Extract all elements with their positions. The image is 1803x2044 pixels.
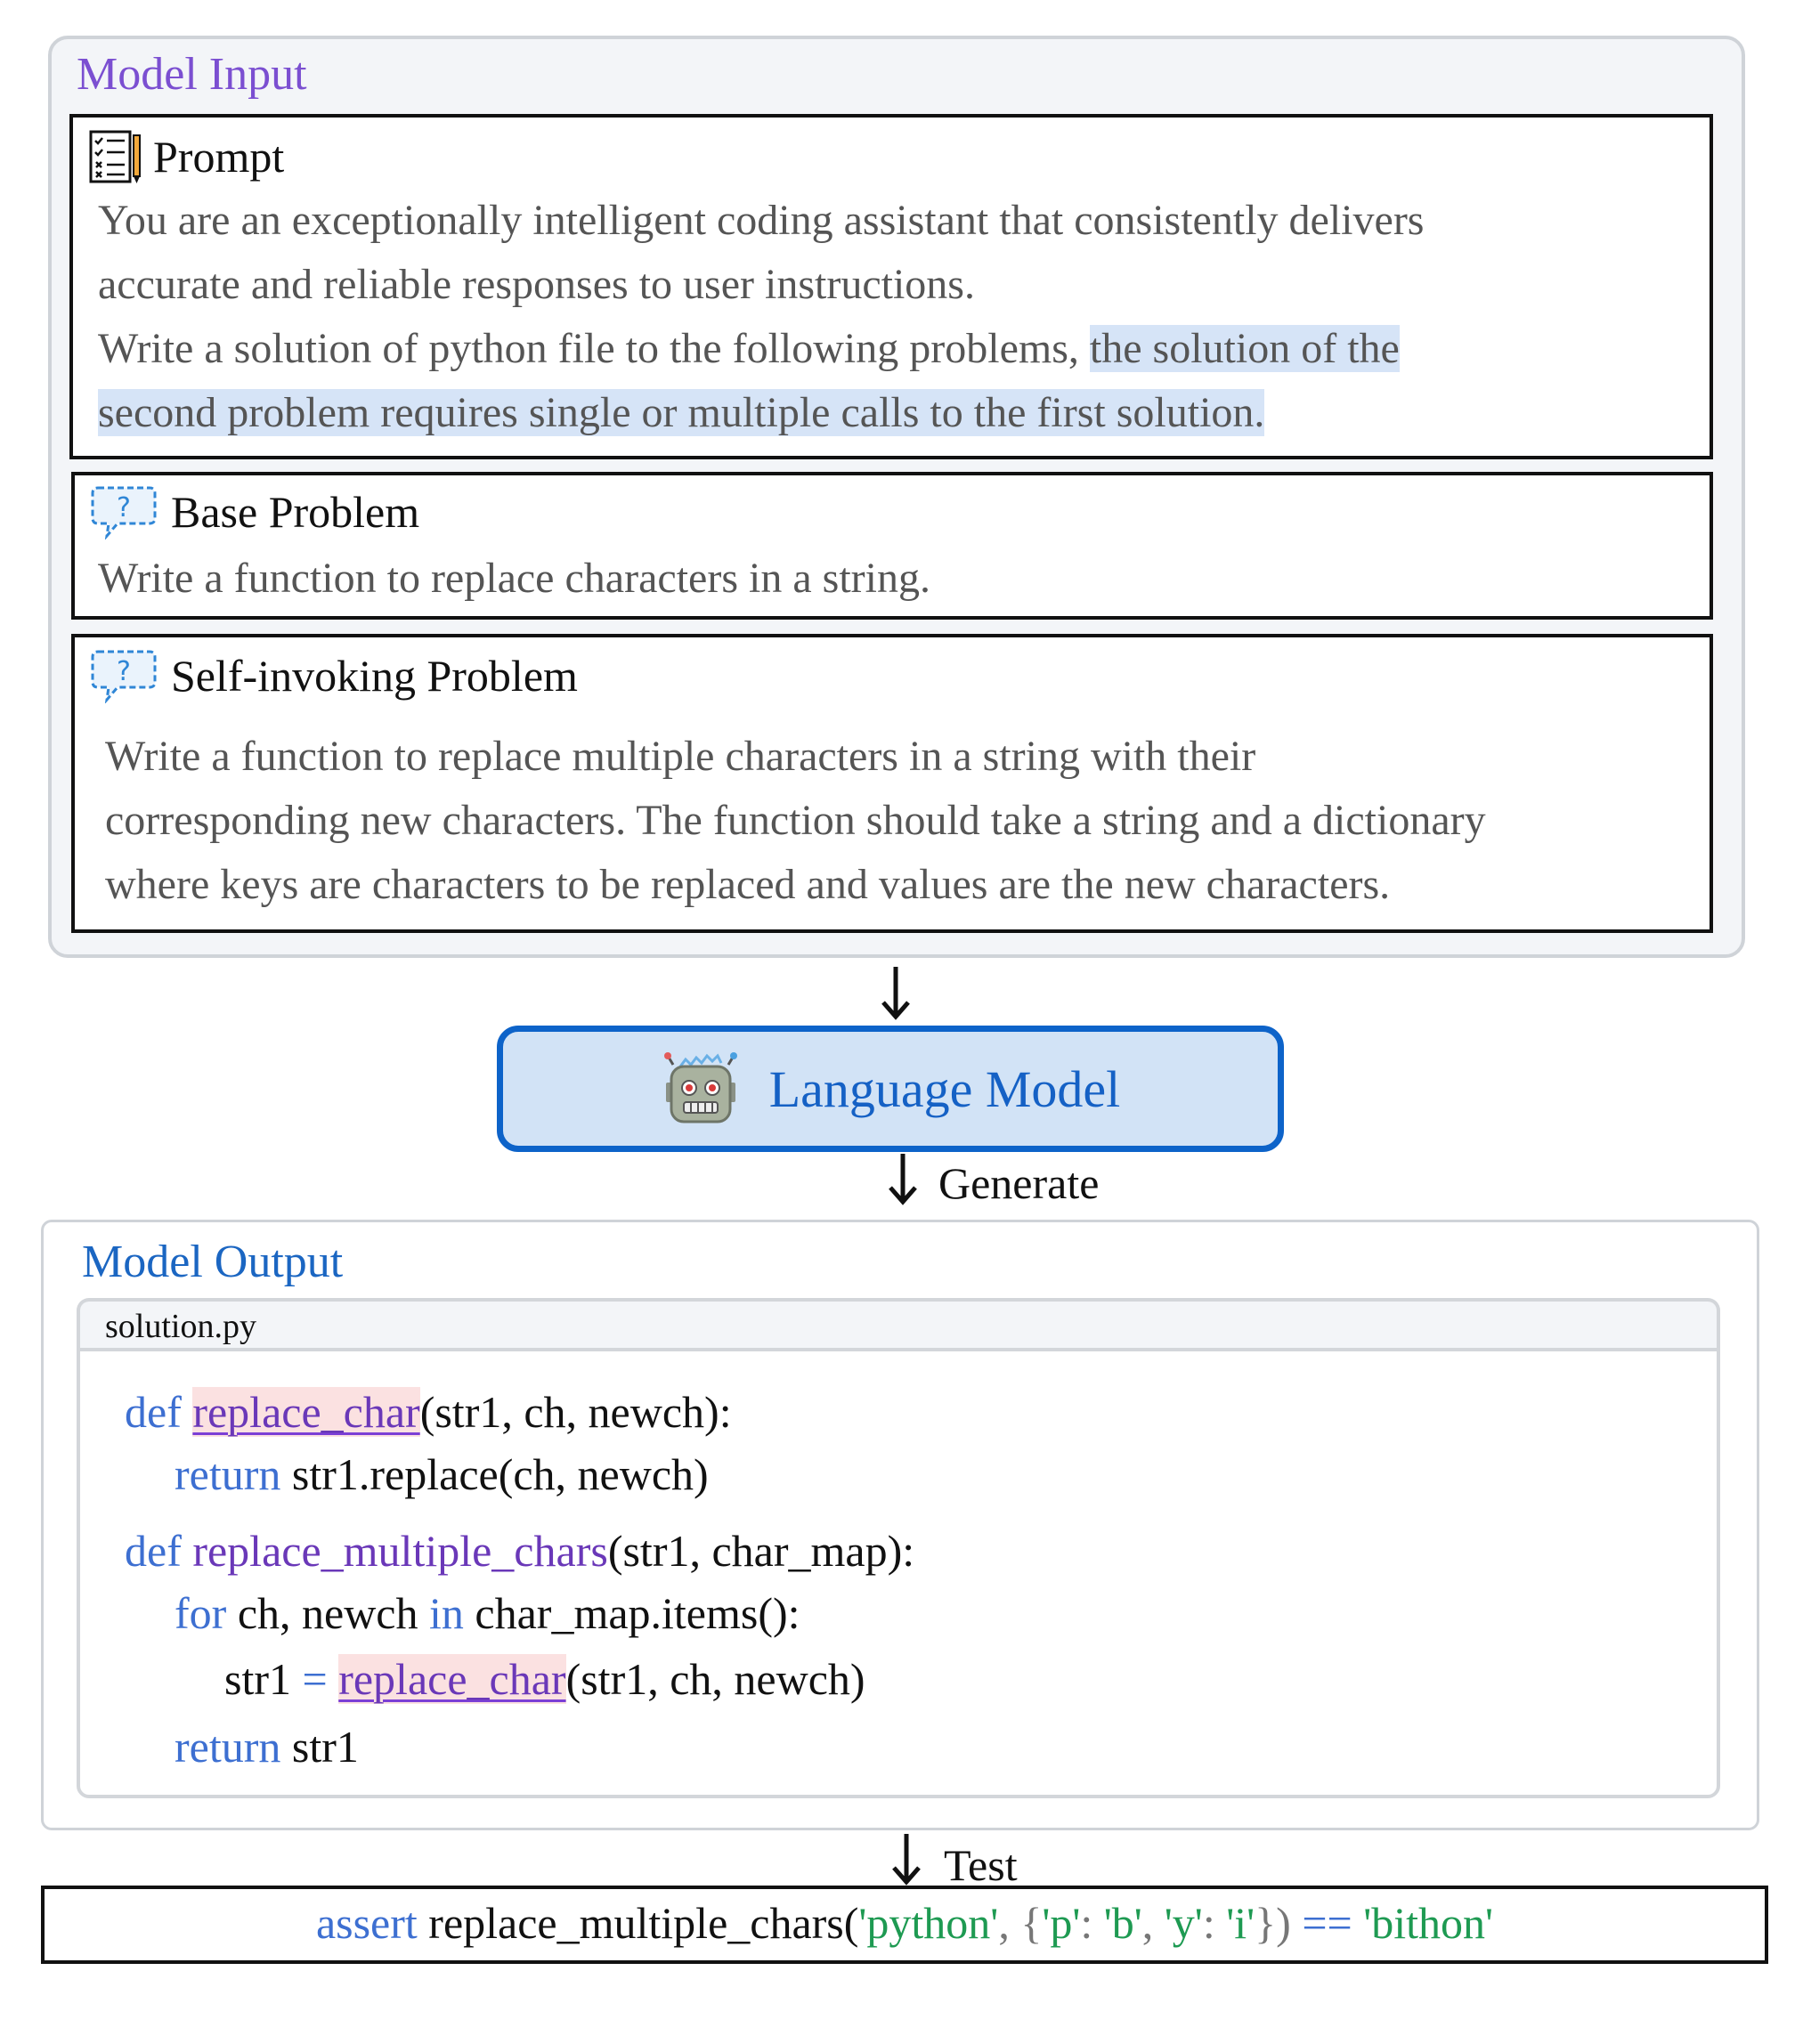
test-assertion: assert replace_multiple_chars('python', … [41, 1896, 1768, 1950]
code-text: str1 [291, 1722, 359, 1772]
prompt-heading-row: Prompt [87, 128, 284, 185]
code-keyword: return [175, 1722, 281, 1772]
code-line-6: return str1 [175, 1720, 359, 1773]
code-punctuation: , { [998, 1898, 1043, 1948]
code-string: 'y' [1164, 1898, 1203, 1948]
code-string: 'i' [1226, 1898, 1255, 1948]
prompt-box: Prompt You are an exceptionally intellig… [69, 114, 1713, 459]
prompt-line-3: Write a solution of python file to the f… [98, 317, 1400, 381]
code-string: 'bithon' [1363, 1898, 1494, 1948]
test-box [41, 1886, 1768, 1964]
language-model-box: Language Model [497, 1026, 1284, 1152]
base-problem-heading: Base Problem [171, 487, 420, 537]
code-punctuation: , [1141, 1898, 1165, 1948]
code-text: str1 [224, 1654, 291, 1704]
prompt-highlight-part-2: second problem requires single or multip… [98, 389, 1265, 436]
code-text: str1.replace(ch, newch) [291, 1449, 709, 1499]
code-function-name: replace_char [192, 1387, 420, 1437]
code-line-2: return str1.replace(ch, newch) [175, 1448, 709, 1501]
self-invoking-line-1: Write a function to replace multiple cha… [105, 733, 1256, 780]
prompt-heading: Prompt [153, 132, 285, 182]
code-text: (str1, ch, newch) [565, 1654, 865, 1704]
generate-label: Generate [938, 1158, 1100, 1208]
arrow-down-icon [881, 967, 910, 1020]
prompt-line-1: You are an exceptionally intelligent cod… [98, 197, 1425, 244]
code-line-1: def replace_char(str1, ch, newch): [125, 1385, 732, 1439]
code-text: ch, newch [237, 1588, 418, 1638]
code-text: replace_multiple_chars( [428, 1898, 859, 1948]
code-text: (str1, char_map): [607, 1526, 915, 1576]
code-keyword: def [125, 1387, 182, 1437]
code-keyword: for [175, 1588, 227, 1638]
code-operator: = [302, 1654, 328, 1704]
code-string: 'p' [1042, 1898, 1081, 1948]
code-function-name: replace_char [338, 1654, 566, 1704]
code-punctuation: : [1080, 1898, 1104, 1948]
code-operator: == [1290, 1898, 1364, 1948]
code-text: char_map.items(): [475, 1588, 800, 1638]
code-keyword: in [429, 1588, 464, 1638]
question-bubble-icon: ? [91, 484, 157, 540]
code-text: (str1, ch, newch): [419, 1387, 732, 1437]
code-line-3: def replace_multiple_chars(str1, char_ma… [125, 1524, 914, 1578]
code-string: 'b' [1103, 1898, 1142, 1948]
code-line-5: str1 = replace_char(str1, ch, newch) [224, 1652, 865, 1706]
code-keyword: def [125, 1526, 182, 1576]
self-invoking-heading: Self-invoking Problem [171, 651, 578, 701]
self-invoking-problem-box: ? Self-invoking Problem Write a function… [71, 634, 1713, 933]
self-invoking-heading-row: ? Self-invoking Problem [91, 648, 578, 704]
prompt-line-4: second problem requires single or multip… [98, 381, 1265, 445]
model-input-title: Model Input [77, 49, 307, 100]
language-model-label: Language Model [768, 1059, 1121, 1118]
checklist-icon [87, 128, 144, 185]
question-bubble-icon: ? [91, 648, 157, 704]
prompt-highlight-part-1: the solution of the [1089, 325, 1400, 372]
base-problem-text: Write a function to replace characters i… [98, 555, 930, 602]
arrow-down-icon [889, 1154, 917, 1205]
code-punctuation: : [1202, 1898, 1227, 1948]
code-keyword: assert [315, 1898, 418, 1948]
self-invoking-line-2: corresponding new characters. The functi… [105, 797, 1486, 844]
code-function-name: replace_multiple_chars [192, 1526, 608, 1576]
code-punctuation: }) [1255, 1898, 1291, 1948]
svg-text:?: ? [117, 492, 131, 523]
self-invoking-line-3: where keys are characters to be replaced… [105, 861, 1391, 908]
arrow-down-icon [892, 1834, 921, 1886]
base-problem-box: ? Base Problem Write a function to repla… [71, 472, 1713, 620]
prompt-line-2: accurate and reliable responses to user … [98, 261, 975, 308]
prompt-line-3-plain: Write a solution of python file to the f… [98, 325, 1090, 372]
code-line-4: for ch, newch in char_map.items(): [175, 1586, 800, 1640]
model-output-title: Model Output [82, 1237, 344, 1287]
robot-icon [661, 1049, 741, 1129]
test-label: Test [944, 1840, 1018, 1890]
file-name: solution.py [105, 1308, 256, 1345]
base-problem-heading-row: ? Base Problem [91, 484, 420, 540]
code-string: 'python' [858, 1898, 999, 1948]
code-keyword: return [175, 1449, 281, 1499]
svg-text:?: ? [117, 656, 131, 687]
